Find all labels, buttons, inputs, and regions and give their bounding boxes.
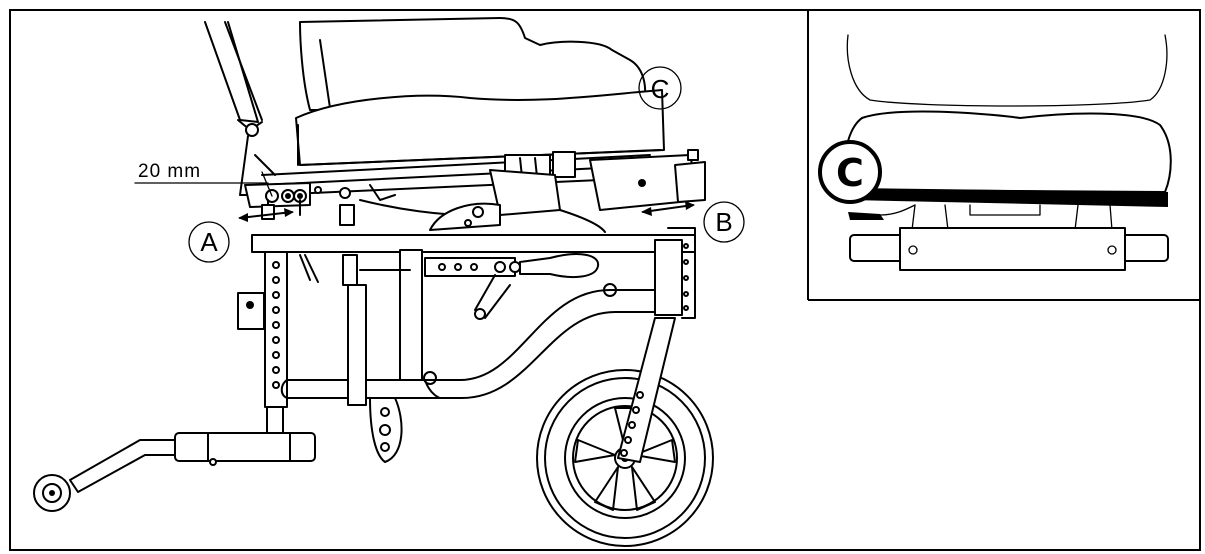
adjust-arrow-a [238, 208, 294, 222]
lower-bracket [369, 379, 441, 463]
wheel-fork [617, 317, 676, 463]
lower-frame [280, 289, 656, 399]
front-post [237, 251, 288, 441]
callout-a: A [188, 221, 230, 263]
callout-b: B [703, 201, 745, 243]
measurement-label: 20 mm [138, 161, 201, 182]
wheelchair-drawing: 20 mm [33, 17, 714, 547]
callout-c-main: C [638, 66, 682, 110]
seat-frame [261, 149, 706, 233]
gas-spring [342, 249, 423, 406]
dimension-20mm: 20 mm [134, 161, 273, 197]
callout-c-main-label: C [651, 74, 670, 104]
seat-cushion [295, 17, 665, 166]
footrest [33, 432, 316, 512]
callout-a-label: A [200, 227, 218, 257]
backrest [204, 21, 263, 196]
callout-b-label: B [715, 207, 732, 237]
frame-hardware [423, 283, 617, 385]
inset-callout-c-label: C [836, 151, 864, 195]
adjust-arrow-b [641, 201, 695, 216]
main-frame [251, 227, 696, 319]
adjust-lever [299, 253, 600, 320]
slot-detail [244, 154, 355, 226]
figure-border [9, 9, 1201, 551]
inset-detail: C [807, 10, 1200, 301]
